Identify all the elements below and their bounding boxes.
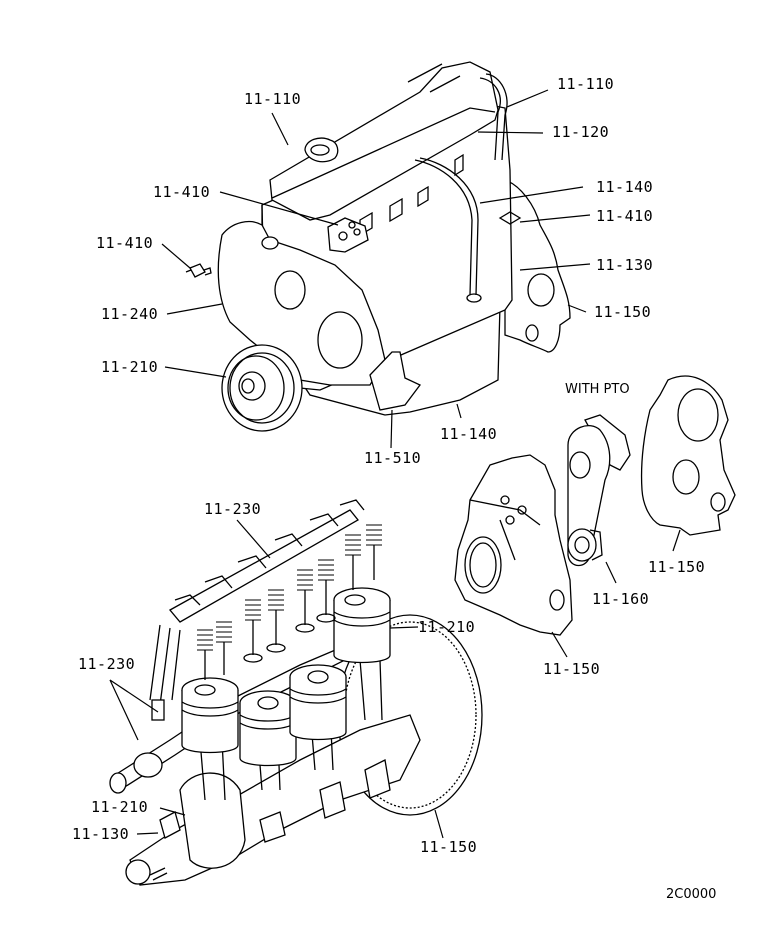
callout-crankshaft[interactable]: 11-210 — [91, 798, 149, 816]
callout-engine-mount[interactable]: 11-510 — [364, 449, 422, 467]
rear-plate-hole — [527, 273, 555, 307]
oil-filler-cap — [304, 137, 339, 163]
callout-breather[interactable]: 11-110 — [557, 75, 615, 93]
pto-gasket-shape — [640, 375, 736, 536]
callout-head-bracket[interactable]: 11-410 — [153, 183, 211, 201]
callout-pto-gasket[interactable]: 11-150 — [648, 558, 706, 576]
pto-parts — [454, 375, 736, 636]
callout-right-bracket[interactable]: 11-410 — [596, 207, 654, 225]
bearing-cap-2 — [259, 811, 286, 843]
callout-crank-pulley[interactable]: 11-210 — [101, 358, 159, 376]
callout-head-cover[interactable]: 11-120 — [552, 123, 610, 141]
internals-assembly — [109, 499, 483, 886]
dipstick-tube — [414, 157, 479, 296]
callout-pto-case[interactable]: 11-150 — [543, 660, 601, 678]
pto-note: WITH PTO — [565, 382, 630, 397]
engine-assembly — [185, 61, 571, 432]
leader-lines — [109, 89, 681, 839]
engine-mount-shape — [369, 351, 422, 411]
bearing-cap-1 — [159, 811, 181, 839]
callout-timing-cover[interactable]: 11-240 — [101, 305, 159, 323]
pto-belt-shape — [567, 414, 631, 567]
pto-case-shape — [454, 454, 573, 636]
callout-block-tube[interactable]: 11-140 — [596, 178, 654, 196]
bearing-cap-3 — [319, 781, 346, 819]
callout-camshaft[interactable]: 11-230 — [78, 655, 136, 673]
bearing-cap-4 — [364, 759, 391, 799]
callout-oil-pan[interactable]: 11-140 — [440, 425, 498, 443]
callout-pto-belt[interactable]: 11-160 — [592, 590, 650, 608]
sensor-part — [185, 263, 212, 278]
rear-plate-hole-small — [525, 324, 539, 342]
crank-pulley-shape — [221, 344, 303, 432]
callout-rear-plate[interactable]: 11-150 — [594, 303, 652, 321]
rocker-cover-shape — [269, 61, 499, 221]
rear-plate-shape — [504, 179, 571, 353]
callout-flywheel-ring[interactable]: 11-150 — [420, 838, 478, 856]
figure-code: 2C0000 — [666, 887, 717, 902]
callout-sensor[interactable]: 11-410 — [96, 234, 154, 252]
callout-rocker-cover[interactable]: 11-110 — [244, 90, 302, 108]
callout-cylinder-block[interactable]: 11-130 — [596, 256, 654, 274]
pistons — [181, 587, 391, 767]
head-bracket — [327, 217, 369, 253]
breather-pipe — [479, 73, 508, 161]
callout-pistons[interactable]: 11-210 — [418, 618, 476, 636]
timing-cover-opening — [274, 270, 306, 310]
callout-main-bearing-cap[interactable]: 11-130 — [72, 825, 130, 843]
valve-train — [149, 499, 382, 721]
callout-valve-train[interactable]: 11-230 — [204, 500, 262, 518]
